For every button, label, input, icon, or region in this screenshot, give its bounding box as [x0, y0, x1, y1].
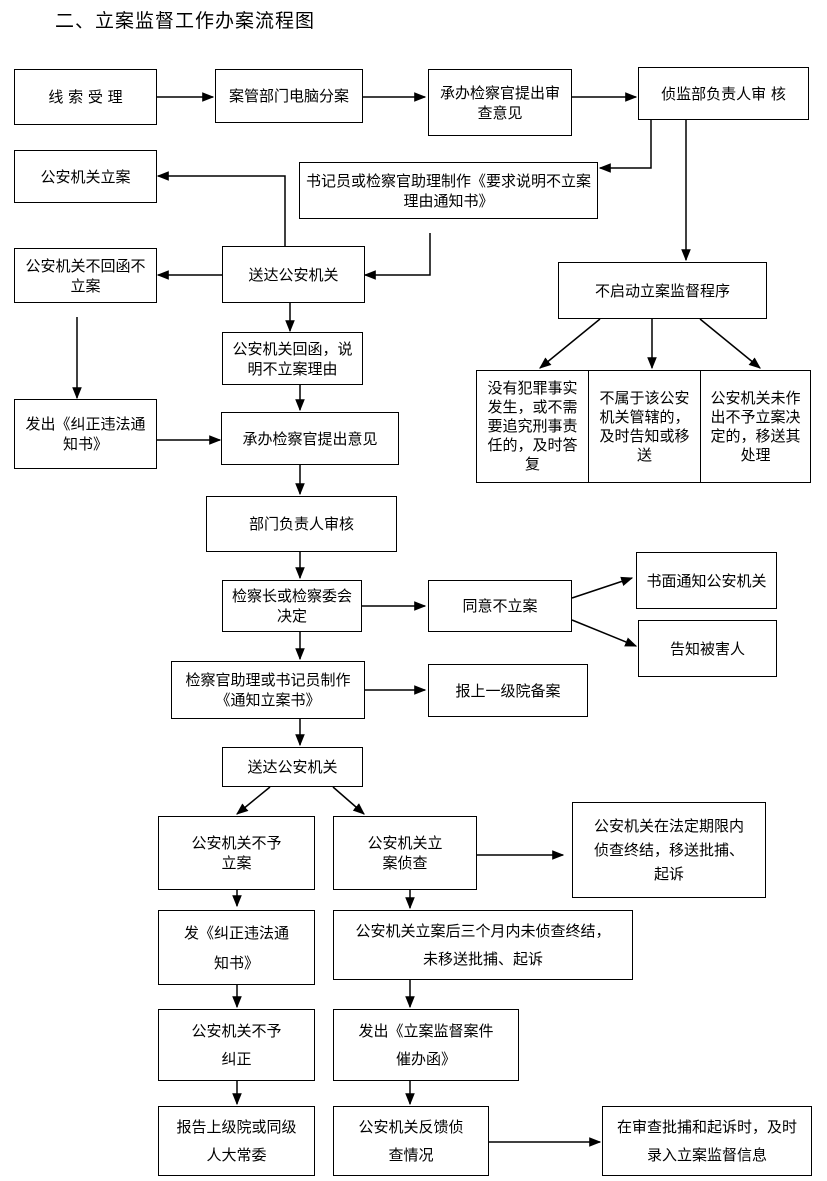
node-issue-correction-notice-2: 发《纠正违法通知书》: [158, 910, 315, 985]
node-no-crime-reply: 没有犯罪事实发生，或不需要追究刑事责任的，及时答复: [476, 370, 589, 483]
node-case-assignment: 案管部门电脑分案: [215, 69, 363, 123]
node-written-notice-police: 书面通知公安机关: [636, 552, 777, 609]
node-report-superior-record: 报上一级院备案: [428, 664, 588, 717]
node-police-reply-reason: 公安机关回函，说明不立案理由: [222, 332, 363, 385]
node-make-filing-notice: 检察官助理或书记员制作《通知立案书》: [171, 661, 365, 719]
node-three-months-unresolved: 公安机关立案后三个月内未侦查终结，未移送批捕、起诉: [333, 910, 633, 980]
node-notice-reason-request: 书记员或检察官助理制作《要求说明不立案理由通知书》: [299, 162, 598, 219]
node-no-supervision: 不启动立案监督程序: [558, 262, 767, 319]
node-police-feedback: 公安机关反馈侦查情况: [333, 1106, 489, 1176]
node-dept-head-approval: 部门负责人审核: [206, 496, 397, 552]
node-record-supervision-info: 在审查批捕和起诉时，及时录入立案监督信息: [602, 1106, 812, 1176]
node-prosecutor-review-opinion: 承办检察官提出审查意见: [428, 69, 572, 136]
node-police-investigate: 公安机关立案侦查: [333, 816, 477, 890]
page-title: 二、立案监督工作办案流程图: [55, 10, 316, 32]
node-transfer-handling: 公安机关未作出不予立案决定的，移送其处理: [700, 370, 811, 483]
node-urge-letter: 发出《立案监督案件催办函》: [333, 1009, 519, 1081]
node-dept-head-review: 侦监部负责人审 核: [638, 67, 809, 120]
node-clue-intake: 线 索 受 理: [14, 69, 157, 125]
node-police-file-case: 公安机关立案: [14, 150, 157, 203]
node-police-refuse-filing: 公安机关不予立案: [158, 816, 315, 890]
node-police-no-reply: 公安机关不回函不立案: [14, 248, 157, 303]
node-prosecutor-opinion: 承办检察官提出意见: [221, 412, 399, 465]
node-investigation-concluded: 公安机关在法定期限内侦查终结，移送批捕、起诉: [572, 802, 766, 898]
node-chief-decision: 检察长或检察委会决定: [222, 580, 362, 632]
node-deliver-police-2: 送达公安机关: [222, 747, 363, 787]
node-report-superior-npc: 报告上级院或同级人大常委: [158, 1106, 315, 1176]
node-not-jurisdiction: 不属于该公安机关管辖的，及时告知或移送: [588, 370, 701, 483]
node-police-refuse-correction: 公安机关不予纠正: [158, 1009, 315, 1081]
node-deliver-police-1: 送达公安机关: [222, 246, 365, 303]
node-agree-no-case: 同意不立案: [428, 580, 572, 632]
node-issue-correction-notice-1: 发出《纠正违法通知书》: [14, 399, 157, 469]
node-inform-victim: 告知被害人: [638, 620, 777, 677]
